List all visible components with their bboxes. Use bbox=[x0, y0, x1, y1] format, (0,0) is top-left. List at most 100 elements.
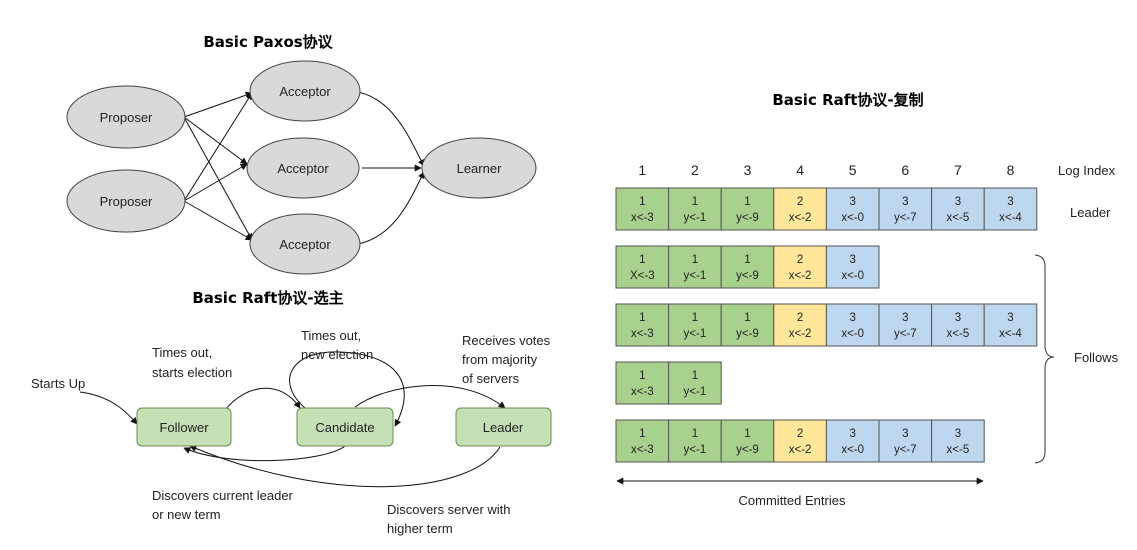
votes-label-2: from majority bbox=[462, 352, 538, 367]
log-entry-command: x<-4 bbox=[999, 212, 1022, 224]
leader-state: Leader bbox=[455, 407, 552, 447]
log-entry: 1x<-3 bbox=[615, 419, 670, 463]
log-entry: 1y<-9 bbox=[720, 419, 775, 463]
log-entry-term: 2 bbox=[797, 312, 803, 324]
follower-log-row-1: 1X<-31y<-11y<-92x<-23x<-0 bbox=[615, 245, 880, 289]
log-entry: 1 y<-9 bbox=[720, 303, 775, 347]
proposer-node-1: Proposer bbox=[66, 85, 186, 149]
discover-term-label-2: higher term bbox=[387, 521, 453, 536]
log-entry-command: x<-5 bbox=[947, 212, 970, 224]
log-entry-command: x<-0 bbox=[841, 212, 864, 224]
new-election-label-1: Times out, bbox=[301, 328, 361, 343]
log-entry-term: 3 bbox=[902, 196, 908, 208]
times-out-label-1: Times out, bbox=[152, 345, 212, 360]
log-entry-term: 1 bbox=[744, 428, 750, 440]
log-entry-command: x<-5 bbox=[947, 444, 970, 456]
log-entry-cell bbox=[720, 303, 775, 347]
log-entry-cell bbox=[720, 419, 775, 463]
log-index-2: 2 bbox=[691, 162, 699, 178]
log-entry-term: 1 bbox=[744, 196, 750, 208]
log-entry-term: 1 bbox=[744, 312, 750, 324]
log-index-3: 3 bbox=[744, 162, 752, 178]
log-entry: 3 y<-7 bbox=[878, 187, 933, 231]
log-entry-command: y<-7 bbox=[894, 212, 917, 224]
leader-log-row: 1x<-31y<-11y<-92x<-23x<-03y<-73x<-53x<-4 bbox=[615, 187, 1038, 231]
log-entry-cell bbox=[983, 187, 1038, 231]
log-entry-command: y<-7 bbox=[894, 328, 917, 340]
log-entry-cell bbox=[615, 187, 670, 231]
log-entry-command: y<-7 bbox=[894, 444, 917, 456]
log-entry-term: 3 bbox=[955, 196, 961, 208]
log-index-4: 4 bbox=[796, 162, 804, 178]
log-entry-term: 1 bbox=[639, 370, 645, 382]
committed-label: Committed Entries bbox=[739, 493, 846, 508]
log-entry: 2x<-2 bbox=[773, 245, 827, 289]
log-entry: 1 y<-1 bbox=[668, 303, 722, 347]
acceptor-node-1: Acceptor bbox=[249, 60, 361, 122]
log-entry: 2x<-2 bbox=[773, 303, 827, 347]
leader-label: Leader bbox=[483, 420, 524, 435]
log-entry-term: 2 bbox=[797, 428, 803, 440]
log-entry-cell bbox=[668, 303, 722, 347]
log-entry-command: y<-1 bbox=[684, 270, 707, 282]
log-entry-term: 3 bbox=[1007, 196, 1013, 208]
log-entry-command: X<-3 bbox=[630, 270, 655, 282]
log-entry: 3 x<-5 bbox=[931, 187, 985, 231]
log-entry-cell bbox=[615, 361, 670, 405]
log-entry-command: x<-2 bbox=[789, 270, 812, 282]
follower-log-row-4: 1x<-31y<-11y<-92x<-23x<-03y<-73x<-5 bbox=[615, 419, 985, 463]
log-entry: 3x<-4 bbox=[983, 303, 1038, 347]
log-entry-command: x<-5 bbox=[947, 328, 970, 340]
log-entry-cell bbox=[931, 303, 985, 347]
log-entry: 3x<-0 bbox=[825, 187, 880, 231]
log-entry-command: x<-2 bbox=[789, 444, 812, 456]
log-entry-command: y<-9 bbox=[736, 328, 759, 340]
proposer-label: Proposer bbox=[100, 194, 153, 209]
log-entry-command: y<-1 bbox=[684, 444, 707, 456]
log-entry: 3 y<-7 bbox=[878, 419, 933, 463]
log-entry: 1y<-1 bbox=[668, 245, 722, 289]
acceptor-node-2: Acceptor bbox=[246, 137, 360, 199]
log-entry: 2x<-2 bbox=[773, 187, 827, 231]
log-entry-term: 1 bbox=[639, 196, 645, 208]
log-entry: 3 x<-4 bbox=[983, 187, 1038, 231]
log-rows: 1x<-31y<-11y<-92x<-23x<-03y<-73x<-53x<-4… bbox=[615, 187, 1038, 463]
election-title: Basic Raft协议-选主 bbox=[192, 289, 343, 307]
log-entry: 3x<-5 bbox=[931, 419, 985, 463]
votes-label-1: Receives votes bbox=[462, 333, 551, 348]
log-entry: 3y<-7 bbox=[878, 303, 933, 347]
log-entry-term: 1 bbox=[692, 428, 698, 440]
votes-label-3: of servers bbox=[462, 371, 520, 386]
discover-leader-label-1: Discovers current leader bbox=[152, 488, 294, 503]
log-entry: 1y<-1 bbox=[668, 187, 722, 231]
log-index-1: 1 bbox=[638, 162, 646, 178]
log-entry-cell bbox=[773, 187, 827, 231]
log-entry-term: 3 bbox=[849, 312, 855, 324]
log-entry: 1 y<-1 bbox=[668, 361, 722, 405]
follower-log-row-3: 1x<-31y<-1 bbox=[615, 361, 722, 405]
log-entry-term: 1 bbox=[639, 254, 645, 266]
follows-label: Follows bbox=[1074, 350, 1119, 365]
log-entry-cell bbox=[615, 419, 670, 463]
log-entry-term: 1 bbox=[692, 312, 698, 324]
log-entry: 1X<-3 bbox=[615, 245, 670, 289]
log-entry-term: 1 bbox=[639, 312, 645, 324]
log-entry-term: 1 bbox=[692, 196, 698, 208]
log-entry-cell bbox=[931, 187, 985, 231]
log-entry-command: y<-9 bbox=[736, 212, 759, 224]
log-entry-command: x<-3 bbox=[631, 212, 654, 224]
log-entry-term: 2 bbox=[797, 196, 803, 208]
learner-node: Learner bbox=[421, 137, 537, 199]
log-entry-cell bbox=[615, 245, 670, 289]
log-entry-command: y<-1 bbox=[684, 328, 707, 340]
starts-up-label: Starts Up bbox=[31, 376, 85, 391]
log-entry-term: 1 bbox=[692, 370, 698, 382]
log-entry-cell bbox=[668, 245, 722, 289]
log-entry-command: y<-1 bbox=[684, 386, 707, 398]
log-entry-term: 1 bbox=[639, 428, 645, 440]
log-entry-term: 3 bbox=[902, 428, 908, 440]
log-index-5: 5 bbox=[849, 162, 857, 178]
log-entry-command: x<-4 bbox=[999, 328, 1022, 340]
